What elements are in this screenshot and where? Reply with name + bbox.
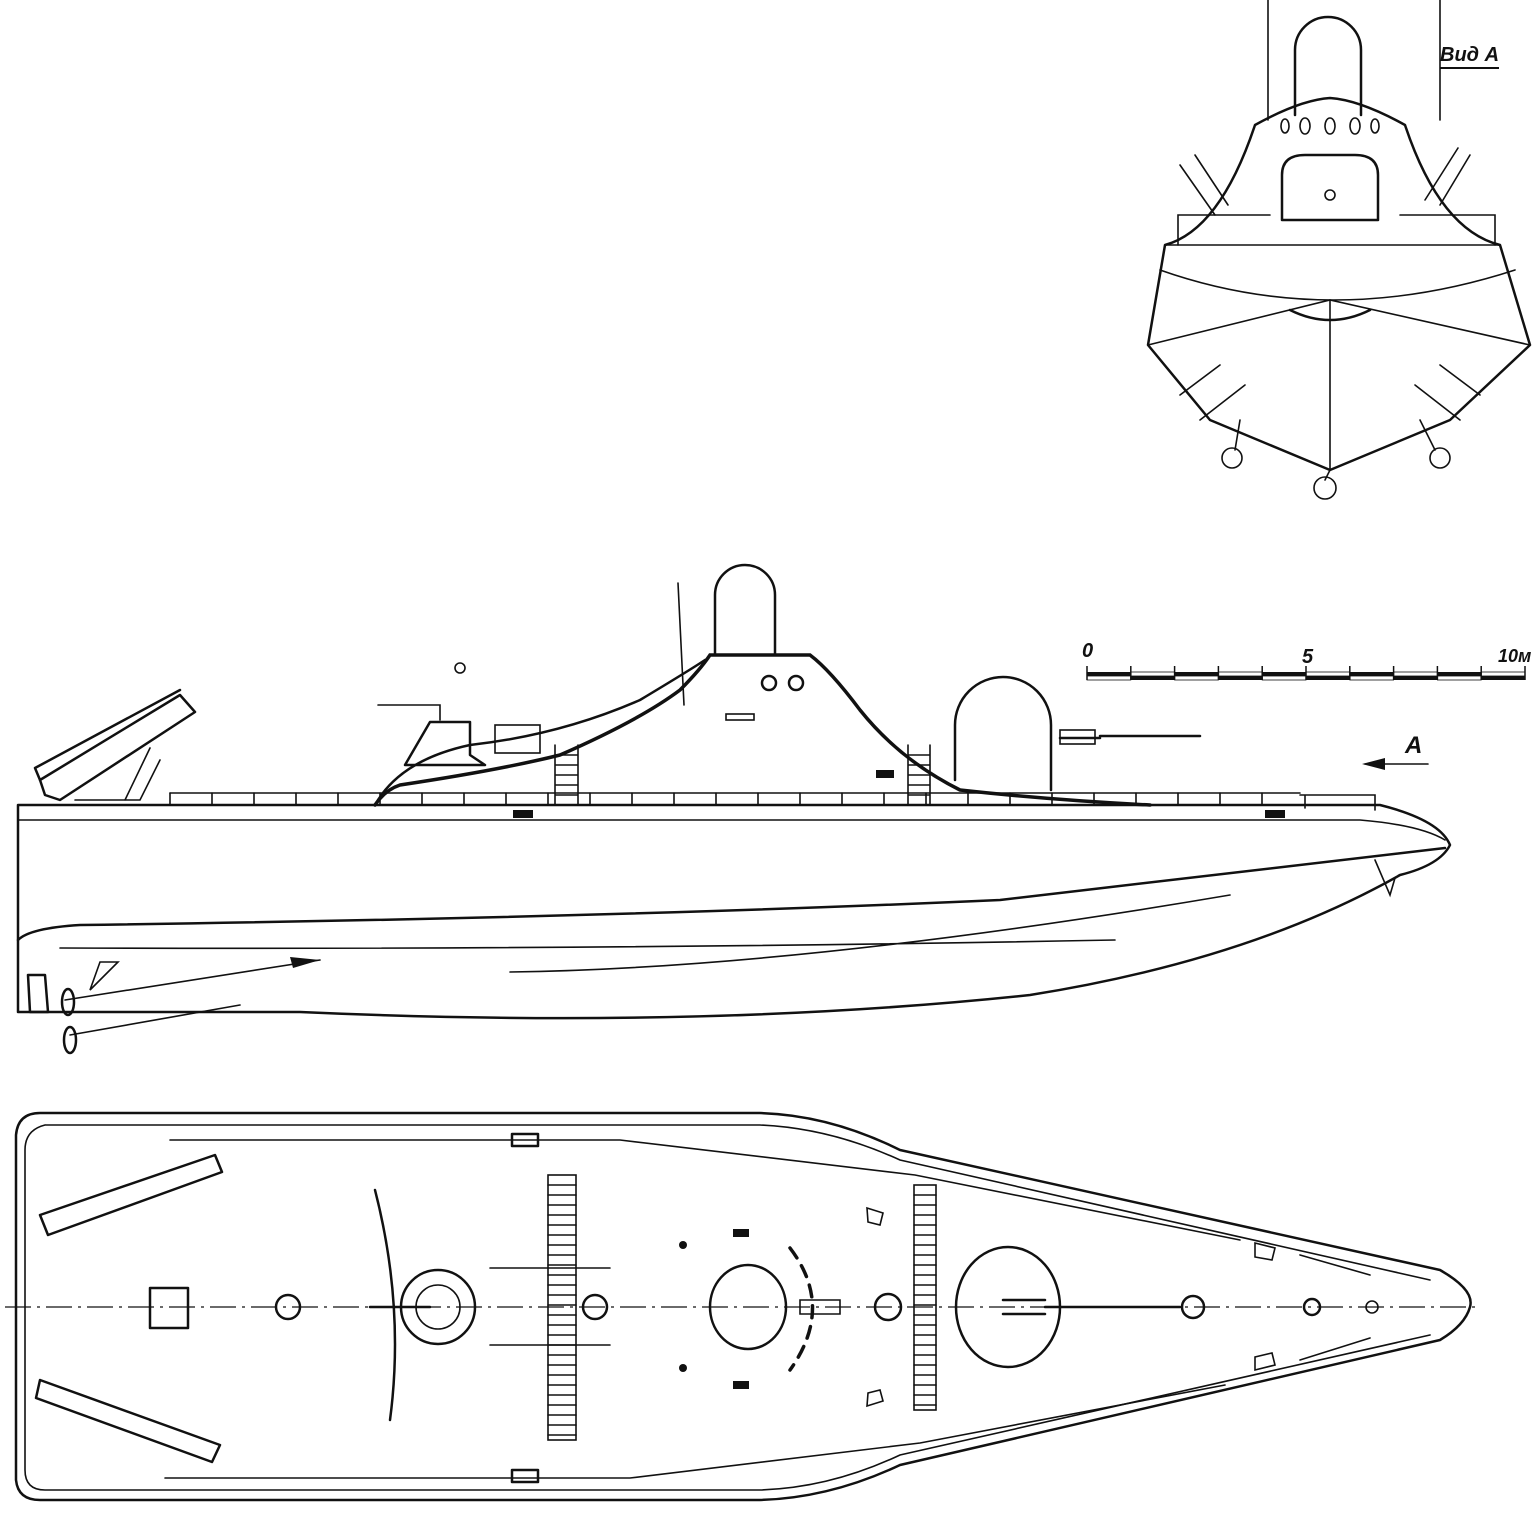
front-view: [1146, 0, 1532, 500]
scale-segment: [1130, 676, 1175, 680]
plan-view: [5, 1111, 1480, 1502]
scale-segment: [1349, 672, 1394, 676]
scale-segment: [1218, 676, 1263, 680]
scale-segment: [1087, 672, 1131, 676]
scale-label-10: 10м: [1498, 646, 1532, 666]
section-arrow-a: [1362, 758, 1429, 770]
scale-label-0: 0: [1082, 640, 1094, 662]
scale-segment: [1262, 672, 1306, 676]
view-a-title: Вид А: [1440, 44, 1500, 69]
side-view: [16, 563, 1452, 1055]
scale-segment: [1174, 672, 1219, 676]
scale-label-5: 5: [1302, 646, 1314, 668]
scale-segment: [1437, 672, 1482, 676]
scale-segment: [1306, 676, 1350, 680]
scale-segment: [1393, 676, 1438, 680]
scale-bar: [1086, 666, 1526, 681]
section-label-a: А: [1405, 732, 1423, 759]
scale-segment: [1481, 676, 1525, 680]
